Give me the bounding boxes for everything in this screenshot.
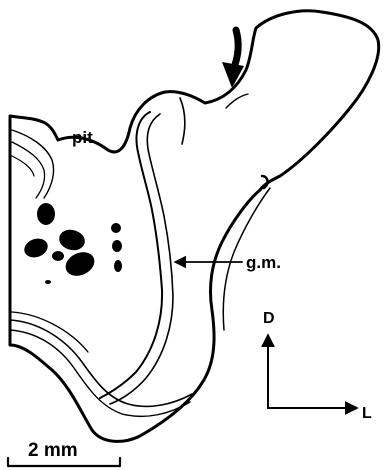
lamella-1	[10, 320, 192, 406]
grey-matter-line-inner	[110, 114, 173, 404]
dorsal-curve-line	[226, 94, 248, 108]
pit-line-3	[12, 156, 34, 176]
nucleus-4	[62, 248, 98, 281]
bold-arrow-head	[222, 62, 244, 88]
nucleus-5	[52, 251, 64, 261]
nucleus-2	[22, 235, 51, 260]
bold-arrow-shaft	[233, 30, 238, 70]
grey-matter-line-outer	[100, 112, 162, 398]
upper-lip-line	[180, 98, 185, 144]
gm-label: g.m.	[246, 254, 281, 271]
pit-label: pit	[72, 129, 93, 146]
pit-line-2	[12, 142, 45, 198]
nucleus-9	[45, 280, 51, 284]
section-outline	[10, 11, 379, 442]
lamella-2	[10, 330, 190, 416]
dorsal-label: D	[263, 311, 275, 327]
pit-line-1	[12, 130, 54, 198]
nucleus-1	[37, 203, 55, 225]
nucleus-3	[57, 227, 87, 253]
lateral-label: L	[362, 406, 372, 422]
nucleus-6	[111, 223, 121, 233]
nucleus-7	[112, 240, 122, 252]
nucleus-8	[114, 260, 122, 272]
nuclei-group	[22, 203, 122, 284]
scale-label: 2 mm	[28, 441, 78, 460]
